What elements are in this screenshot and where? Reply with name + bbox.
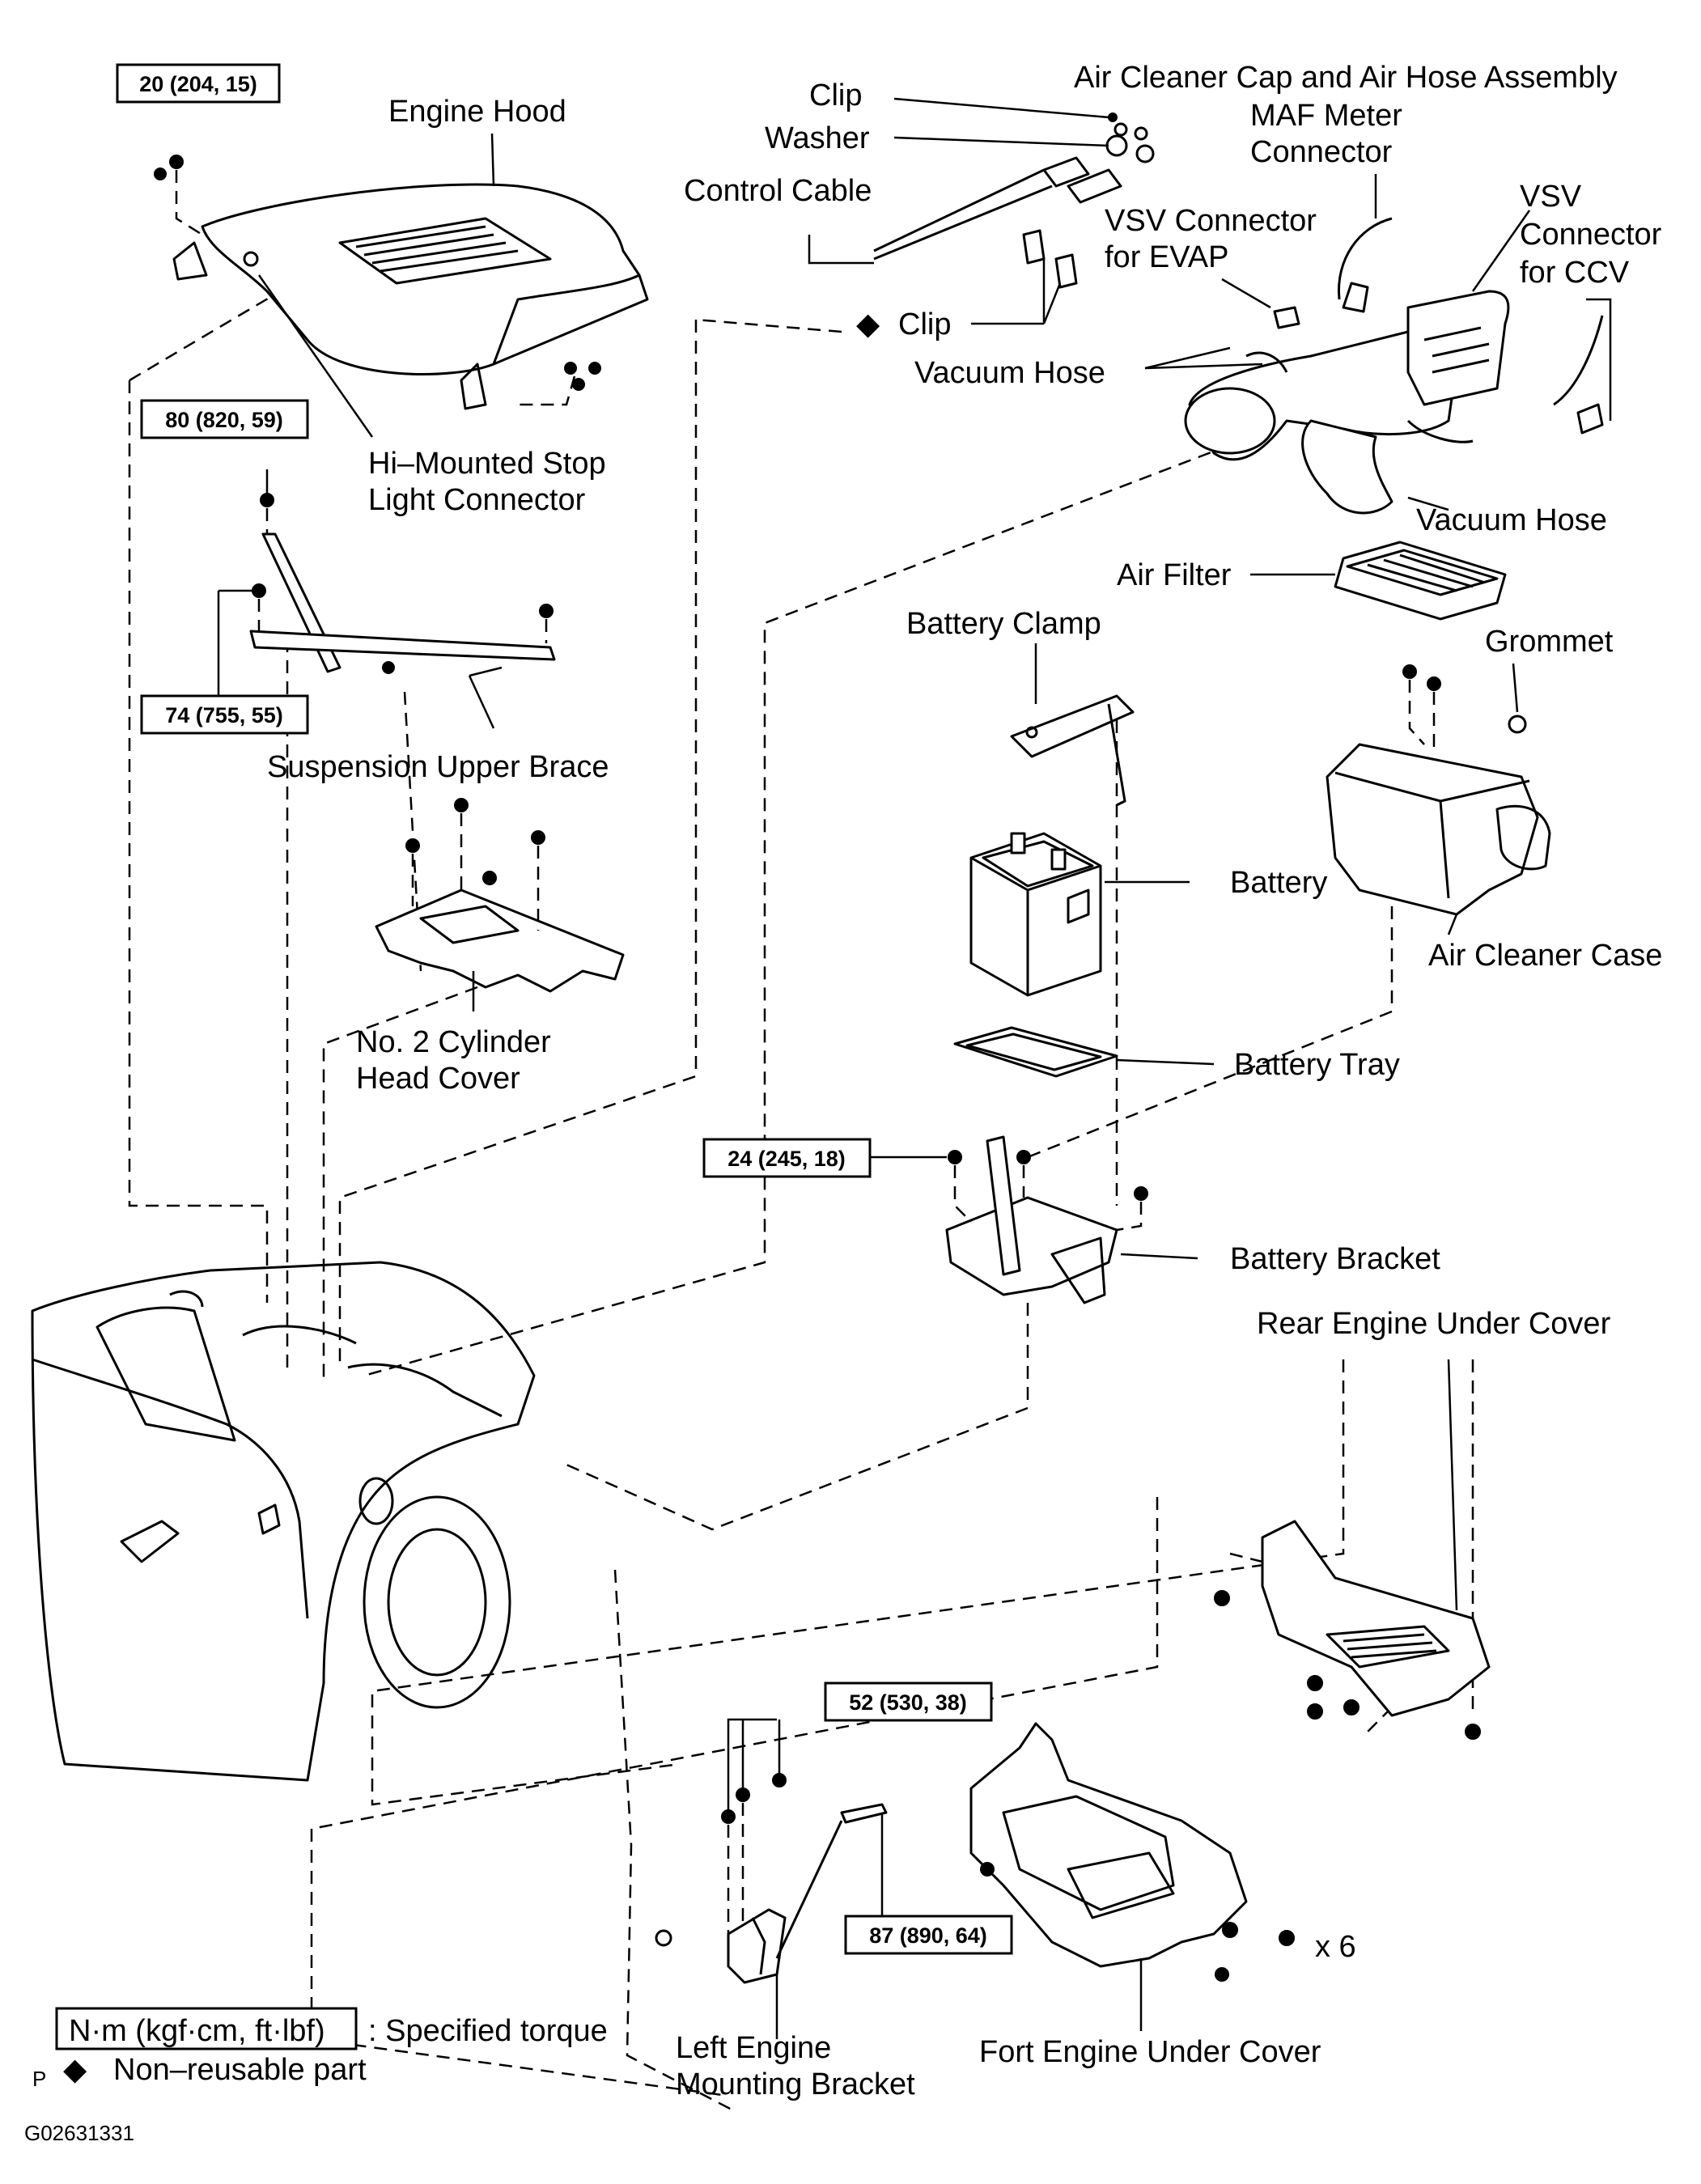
battery-bracket	[945, 1135, 1148, 1304]
label-vsv-ccv-1: VSV	[1520, 180, 1582, 214]
svg-text:52 (530, 38): 52 (530, 38)	[849, 1690, 967, 1715]
label-control-cable: Control Cable	[684, 174, 872, 208]
torque-spec-brace-nut: 80 (820, 59)	[140, 399, 309, 439]
label-washer: Washer	[765, 121, 870, 155]
label-air-filter: Air Filter	[1117, 558, 1232, 592]
assembly-dashed-lines	[128, 274, 1474, 2114]
battery	[969, 832, 1102, 997]
torque-spec-mounting-through-bolt: 87 (890, 64)	[844, 1915, 1013, 1955]
label-engine-hood: Engine Hood	[388, 95, 566, 129]
label-vsv-evap-2: for EVAP	[1105, 240, 1228, 274]
label-vsv-ccv-2: Connector	[1520, 218, 1662, 252]
label-battery: Battery	[1230, 866, 1327, 900]
torque-spec-mounting-bracket-bolt: 52 (530, 38)	[824, 1681, 993, 1722]
label-left-engine-bracket-2: Mounting Bracket	[676, 2067, 915, 2101]
label-air-cleaner-case: Air Cleaner Case	[1428, 939, 1662, 973]
engine-hood	[154, 155, 649, 410]
car-body	[31, 1261, 536, 1782]
battery-clamp	[1010, 694, 1135, 807]
label-front-engine-under-cover: Fort Engine Under Cover	[979, 2035, 1321, 2069]
legend: N·m (kgf·cm, ft·lbf) : Specified torque …	[32, 2007, 608, 2091]
label-left-engine-bracket-1: Left Engine	[676, 2031, 831, 2065]
legend-unit-box: N·m (kgf·cm, ft·lbf)	[69, 2014, 325, 2048]
torque-spec-battery-bracket-bolt: 24 (245, 18)	[702, 1138, 872, 1178]
label-maf-1: MAF Meter	[1250, 99, 1402, 133]
label-cylinder-head-cover-2: Head Cover	[356, 1062, 520, 1096]
battery-tray	[953, 1026, 1118, 1078]
label-rear-engine-under-cover: Rear Engine Under Cover	[1257, 1307, 1611, 1341]
label-vsv-ccv-3: for CCV	[1520, 256, 1630, 290]
legend-nonreusable-desc: Non–reusable part	[113, 2053, 367, 2087]
label-battery-bracket: Battery Bracket	[1230, 1242, 1440, 1276]
diamond-symbol: ◆	[856, 307, 880, 341]
label-hi-mounted-stop-1: Hi–Mounted Stop	[368, 447, 606, 481]
svg-text:74 (755, 55): 74 (755, 55)	[165, 703, 283, 727]
no2-cylinder-head-cover	[375, 798, 625, 993]
torque-spec-hood-bolt: 20 (204, 15)	[116, 63, 281, 104]
legend-unit-desc: : Specified torque	[368, 2014, 608, 2048]
label-times-six: x 6	[1315, 1930, 1356, 1964]
label-clip-nonreusable: Clip	[898, 307, 951, 341]
leader-lines	[205, 97, 1612, 2039]
svg-text:87 (890, 64): 87 (890, 64)	[869, 1923, 987, 1948]
label-hi-mounted-stop-2: Light Connector	[368, 483, 586, 517]
control-cable	[873, 112, 1155, 289]
label-vsv-evap-1: VSV Connector	[1105, 204, 1317, 238]
front-engine-under-cover	[969, 1722, 1295, 1982]
label-suspension-upper-brace: Suspension Upper Brace	[267, 750, 609, 784]
suspension-upper-brace	[249, 493, 556, 674]
air-cleaner-cap-hose-assembly	[1184, 217, 1604, 515]
svg-text:20 (204, 15): 20 (204, 15)	[139, 72, 257, 96]
rear-engine-under-cover	[1214, 1520, 1491, 1740]
label-battery-tray: Battery Tray	[1234, 1048, 1400, 1082]
label-maf-2: Connector	[1250, 135, 1393, 169]
figure-code: G02631331	[24, 2121, 134, 2145]
label-vacuum-hose-2: Vacuum Hose	[1416, 503, 1607, 537]
air-cleaner-case	[1326, 664, 1551, 916]
label-air-cleaner-cap: Air Cleaner Cap and Air Hose Assembly	[1074, 61, 1618, 95]
label-vacuum-hose-1: Vacuum Hose	[914, 356, 1105, 390]
label-battery-clamp: Battery Clamp	[906, 607, 1101, 641]
legend-marker-letter: P	[32, 2067, 46, 2091]
torque-spec-brace-bolt: 74 (755, 55)	[140, 694, 309, 735]
svg-text:80 (820, 59): 80 (820, 59)	[165, 408, 283, 432]
legend-diamond-symbol: ◆	[63, 2053, 87, 2087]
label-grommet: Grommet	[1485, 625, 1614, 659]
svg-text:24 (245, 18): 24 (245, 18)	[727, 1147, 846, 1171]
air-filter	[1334, 541, 1507, 621]
label-cylinder-head-cover-1: No. 2 Cylinder	[356, 1025, 551, 1059]
label-clip: Clip	[809, 78, 862, 112]
